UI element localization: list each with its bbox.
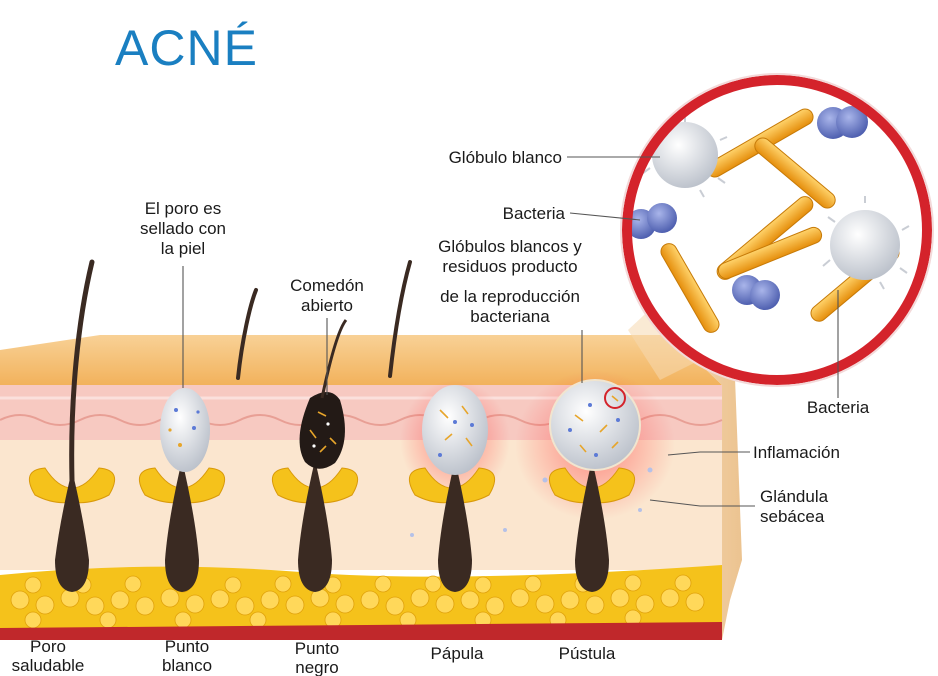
svg-text:Punto: Punto [295,639,339,658]
stage-label-pustula: Pústula [559,644,616,663]
svg-text:saludable: saludable [12,656,85,675]
label-poro-sellado: El poro es sellado con la piel [140,199,226,258]
svg-text:sebácea: sebácea [760,507,825,526]
svg-text:blanco: blanco [162,656,212,675]
stage-label-punto-negro: Punto negro [295,639,339,676]
label-comedon-abierto: Comedón abierto [290,276,364,315]
label-bacteria-1: Bacteria [503,204,566,223]
svg-text:Glóbulos blancos y: Glóbulos blancos y [438,237,582,256]
svg-text:Poro: Poro [30,637,66,656]
stage-label-papula: Pápula [431,644,484,663]
svg-text:de la reproducción: de la reproducción [440,287,580,306]
svg-text:abierto: abierto [301,296,353,315]
svg-text:residuos producto: residuos producto [442,257,577,276]
label-inflamacion: Inflamación [753,443,840,462]
svg-text:la piel: la piel [161,239,205,258]
label-globulos-residuos: Glóbulos blancos y residuos producto de … [438,237,582,326]
title: ACNÉ [115,20,258,76]
label-bacteria-2: Bacteria [807,398,870,417]
magnifier [621,74,933,386]
svg-text:Pústula: Pústula [559,644,616,663]
label-globulo-blanco: Glóbulo blanco [449,148,562,167]
svg-text:El poro es: El poro es [145,199,222,218]
svg-text:negro: negro [295,658,338,676]
stage-label-poro-saludable: Poro saludable [12,637,85,675]
label-glandula-sebacea: Glándula sebácea [760,487,829,526]
svg-text:Punto: Punto [165,637,209,656]
stage-label-punto-blanco: Punto blanco [162,637,212,675]
svg-text:bacteriana: bacteriana [470,307,550,326]
svg-text:Pápula: Pápula [431,644,484,663]
svg-text:sellado con: sellado con [140,219,226,238]
svg-text:Glándula: Glándula [760,487,829,506]
svg-text:Comedón: Comedón [290,276,364,295]
